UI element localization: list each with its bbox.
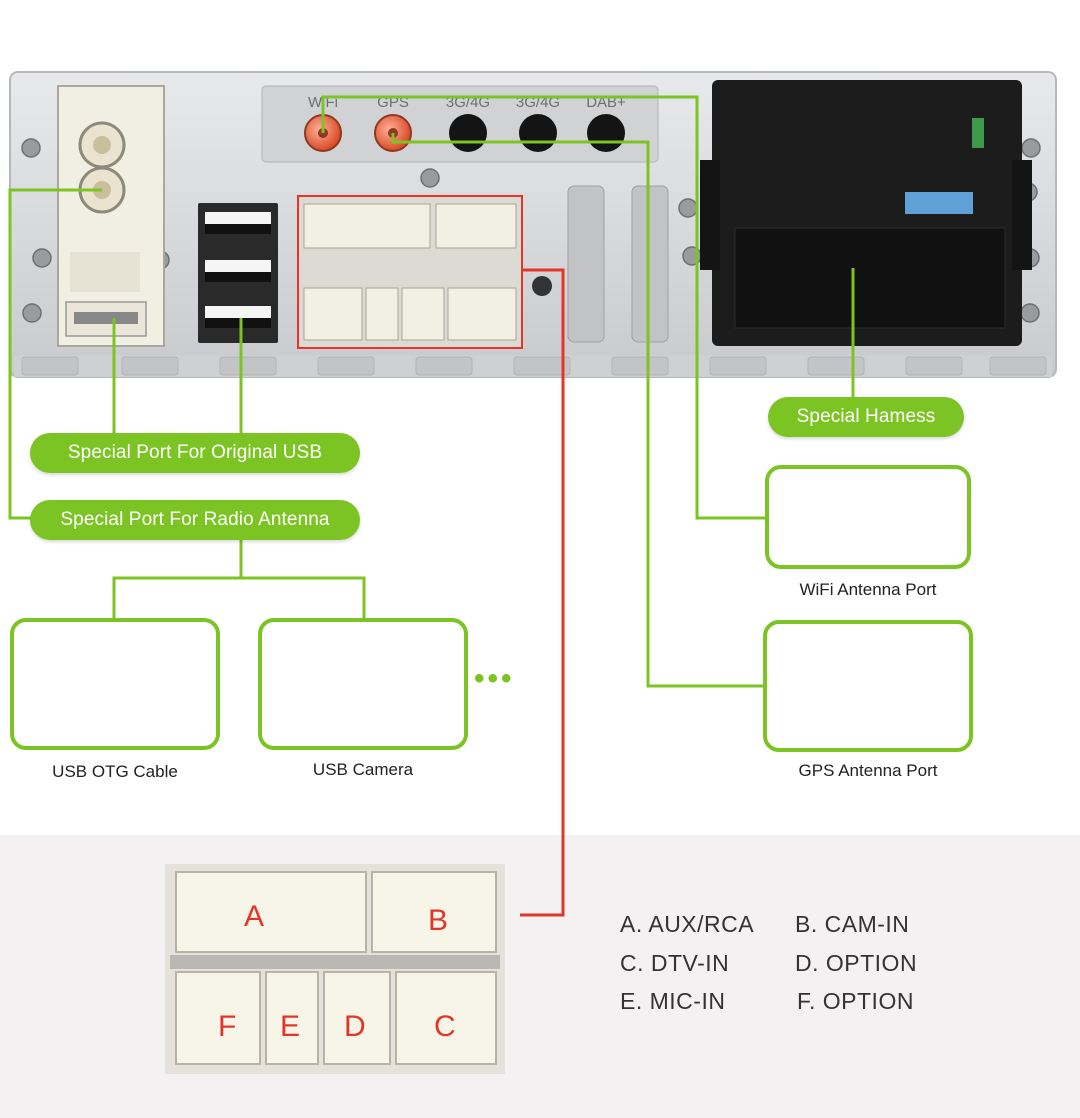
connector-letter-e: E: [280, 1010, 301, 1043]
radio-antenna-label: Special Port For Radio Antenna: [30, 500, 360, 540]
usb-otg-caption: USB OTG Cable: [52, 762, 178, 781]
usb-camera-caption: USB Camera: [312, 760, 414, 779]
more-accessories-ellipsis: •••: [474, 662, 515, 695]
connector-letter-c: C: [434, 1010, 456, 1043]
usb-otg-card: [10, 618, 220, 750]
connector-detail-photo: [165, 864, 505, 1074]
wifi-antenna-caption: WiFi Antenna Port: [799, 580, 937, 599]
connector-letter-a: A: [244, 900, 265, 933]
gps-antenna-card: [763, 620, 973, 752]
usb-camera-card: [258, 618, 468, 750]
legend-f: F. OPTION: [797, 988, 914, 1014]
legend-d: D. OPTION: [795, 950, 918, 976]
connector-letter-b: B: [428, 904, 449, 937]
wifi-antenna-card: [765, 465, 971, 569]
legend-c: C. DTV-IN: [620, 950, 730, 976]
original-usb-label: Special Port For Original USB: [30, 433, 360, 473]
special-harness-label: Special Hamess: [768, 397, 964, 437]
connector-letter-d: D: [344, 1010, 366, 1043]
legend-b: B. CAM-IN: [795, 911, 910, 937]
gps-antenna-caption: GPS Antenna Port: [798, 761, 938, 780]
legend-e: E. MIC-IN: [620, 988, 726, 1014]
red-leader-line: [520, 268, 565, 917]
legend-a: A. AUX/RCA: [620, 911, 755, 937]
green-leader-lines: [8, 95, 855, 688]
connector-letter-f: F: [218, 1010, 237, 1043]
